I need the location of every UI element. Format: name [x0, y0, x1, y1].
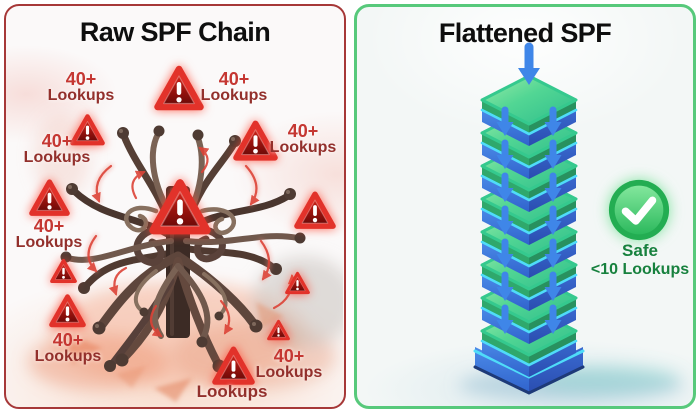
- safe-status-label: Safe <10 Lookups: [590, 241, 690, 278]
- lookup-count-label: 40+ Lookups: [269, 121, 337, 157]
- warning-triangle-icon: [294, 190, 336, 232]
- warning-triangle-icon: [149, 177, 211, 239]
- lookup-count-label: 40+ Lookups: [47, 69, 115, 105]
- flattened-stack-illustration: [459, 7, 683, 401]
- tangled-roots-illustration: [28, 114, 343, 402]
- lookup-count-label: 40+ Lookups: [23, 131, 91, 167]
- left-panel-title: Raw SPF Chain: [79, 17, 271, 47]
- warning-triangle-icon: [29, 178, 70, 219]
- lookup-count-label: 40+ Lookups: [34, 330, 102, 366]
- flattened-spf-panel: Safe <10 Lookups Flattened SPF: [354, 4, 696, 409]
- lookup-count-label: 40+ Lookups: [15, 216, 83, 252]
- warning-triangle-icon: [285, 271, 310, 295]
- raw-spf-panel: 40+ Lookups 40+ Lookups 40+ Lookups 40+ …: [4, 4, 346, 409]
- lookup-count-label: 40+ Lookups: [255, 346, 323, 382]
- warning-triangle-icon: [267, 319, 290, 341]
- lookup-count-label: Lookups: [196, 382, 268, 401]
- lookup-count-label: 40+ Lookups: [200, 69, 268, 105]
- right-panel-title: Flattened SPF: [438, 18, 612, 48]
- warning-triangle-icon: [49, 293, 86, 330]
- warning-triangle-icon: [154, 64, 204, 114]
- check-circle-icon: [607, 178, 671, 242]
- warning-triangle-icon: [50, 258, 77, 283]
